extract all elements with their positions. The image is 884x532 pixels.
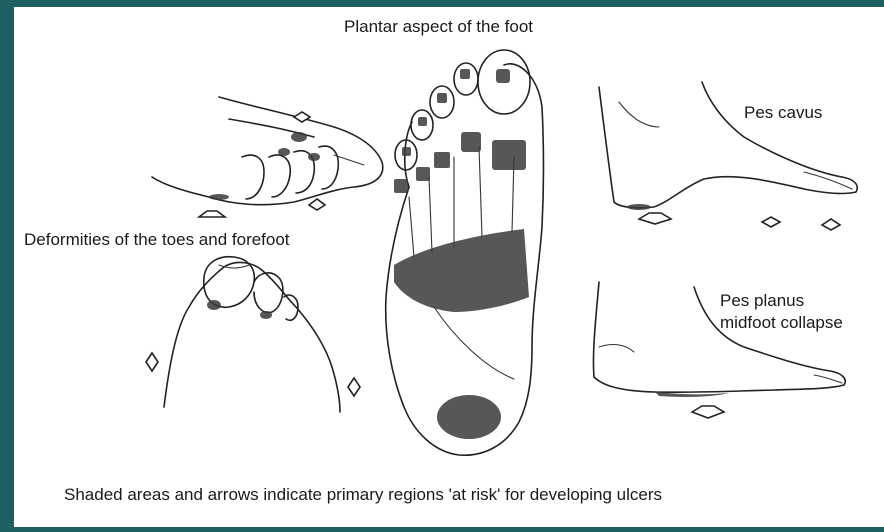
risk-arrow (639, 213, 671, 224)
pes-cavus-label: Pes cavus (744, 102, 822, 123)
foot-illustrations (14, 7, 884, 527)
plantar-title: Plantar aspect of the foot (344, 16, 533, 37)
toes-forefoot-label: Deformities of the toes and forefoot (24, 229, 290, 250)
toe-deformity-side-view (152, 97, 383, 205)
risk-arrow (822, 219, 840, 230)
risk-caption: Shaded areas and arrows indicate primary… (64, 484, 662, 505)
risk-arrow (762, 217, 780, 227)
risk-arrow (199, 211, 225, 217)
risk-arrow (294, 112, 310, 122)
pes-planus-label: Pes planus (720, 290, 804, 311)
midfoot-collapse-label: midfoot collapse (720, 312, 843, 333)
risk-arrow (692, 406, 724, 418)
plantar-foot (386, 50, 544, 455)
risk-arrow (309, 199, 325, 210)
risk-arrow (348, 378, 360, 396)
risk-arrow (146, 353, 158, 371)
illustration-panel: Plantar aspect of the foot Deformities o… (14, 7, 884, 527)
forefoot-top-view (164, 257, 340, 412)
